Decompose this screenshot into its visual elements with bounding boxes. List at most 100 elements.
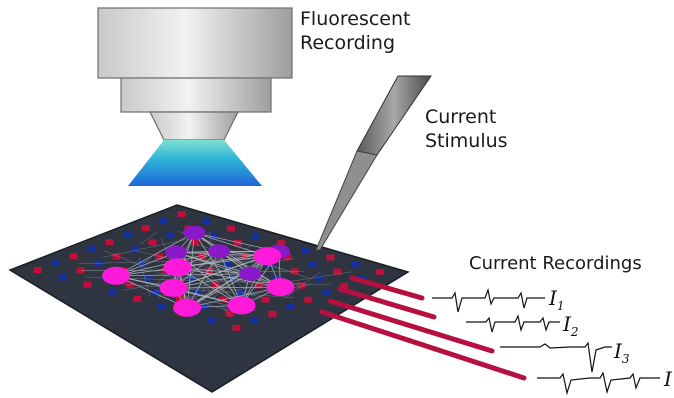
electrode-pad (225, 310, 234, 317)
electrode-pad (254, 282, 263, 289)
current-recordings-title: Current Recordings (469, 253, 642, 274)
electrode-pad (155, 253, 164, 260)
electrode-pad (198, 253, 207, 260)
trace-1 (432, 287, 545, 313)
electrode-pad (148, 239, 157, 246)
electrode-pad (376, 268, 385, 275)
electrode-pad (177, 211, 186, 218)
trace-label-1: I1 (548, 286, 565, 313)
electrode-pad (58, 274, 67, 281)
neurite-link (193, 284, 220, 305)
electrode-pad (268, 310, 277, 317)
electrode-pad (209, 232, 218, 239)
electrode-pad (193, 289, 202, 296)
neurite-link (213, 257, 267, 298)
recording-wires (319, 275, 527, 381)
neurite-link (285, 271, 321, 298)
electrode-pad (166, 232, 175, 239)
neuron-soma (159, 278, 188, 297)
neuron-soma (239, 266, 262, 281)
neurite-link (177, 267, 242, 306)
electrode-pad (51, 260, 60, 267)
stimulus-electrode (315, 75, 432, 251)
neuron-soma (266, 278, 295, 297)
electrode-pad (69, 253, 78, 260)
electrode-pad (176, 296, 184, 303)
neurite-link (234, 244, 253, 259)
electrode-pad (130, 246, 139, 253)
electrode-pad (218, 296, 227, 303)
electrode-pad (261, 296, 270, 303)
microscope-objective (97, 7, 293, 141)
neurite-link (138, 257, 151, 298)
electrode-pad (304, 296, 313, 303)
neurite-link (141, 257, 152, 265)
electrode-pad (87, 246, 96, 253)
trace-label-2: I2 (562, 312, 579, 339)
neurite-link (135, 250, 284, 285)
fluorescent-label-line2: Recording (300, 32, 395, 54)
neurite-link (187, 286, 281, 309)
fluorescent-light-cone (128, 140, 262, 186)
neuron-soma (253, 247, 282, 266)
electrode-pad (340, 282, 349, 289)
trace-4 (537, 371, 660, 396)
electrode-pad (207, 317, 216, 324)
trace-label-3: I3 (613, 339, 630, 366)
electrode-pad (112, 253, 121, 260)
neurite-link (224, 270, 254, 298)
electrode-pad (141, 225, 150, 232)
neuron-soma (208, 244, 231, 259)
electrode-pad (158, 303, 166, 310)
wire-4 (319, 309, 527, 381)
electrode-pad (151, 289, 160, 295)
electrode-pad (144, 274, 153, 281)
electrode-pad (252, 232, 260, 239)
electrode-pad (283, 254, 292, 261)
neurite-link (140, 231, 159, 245)
electrode-pad (202, 218, 211, 225)
electrode-pad (133, 295, 142, 302)
electrode-pad (200, 303, 209, 310)
electrode-pad (232, 324, 241, 331)
mea-chip (8, 204, 410, 393)
stimulus-label-line2: Stimulus (425, 130, 508, 152)
electrode-pad (322, 289, 331, 296)
current-traces (432, 287, 660, 396)
electrode-pad (33, 267, 42, 274)
neurite-link (177, 231, 308, 279)
electrode-pad (159, 218, 168, 225)
electrode-pad (276, 240, 285, 247)
electrode-pad (301, 247, 310, 254)
neuron-soma (163, 258, 192, 277)
electrode-pad (351, 261, 360, 268)
stimulus-label-line1: Current (425, 106, 496, 128)
electrode-pad (333, 268, 342, 275)
electrode-pad (250, 317, 259, 324)
wire-1 (349, 275, 425, 301)
electrode-pad (227, 225, 236, 232)
trace-label-4: I (663, 367, 673, 391)
electrode-pad (326, 254, 335, 261)
trace-2 (466, 314, 560, 333)
electrode-pad (286, 303, 295, 310)
trace-3 (500, 341, 612, 373)
fluorescent-label-line1: Fluorescent (300, 8, 410, 30)
electrode-pad (108, 288, 117, 295)
wire-3 (327, 298, 495, 354)
wire-2 (337, 286, 437, 320)
electrode-pad (236, 289, 245, 296)
neurite-link (215, 283, 262, 298)
neurite-link (103, 237, 194, 258)
neuron-soma (183, 225, 206, 240)
neuron-soma (102, 266, 131, 285)
electrode-pad (105, 239, 114, 246)
electrode-pad (191, 239, 200, 246)
electrode-pad (137, 260, 146, 267)
neurite-link (115, 232, 195, 277)
neuron-soma (165, 245, 188, 260)
neuron-cells (102, 225, 295, 317)
neurite-link (103, 250, 188, 285)
neuron-soma (173, 298, 202, 317)
